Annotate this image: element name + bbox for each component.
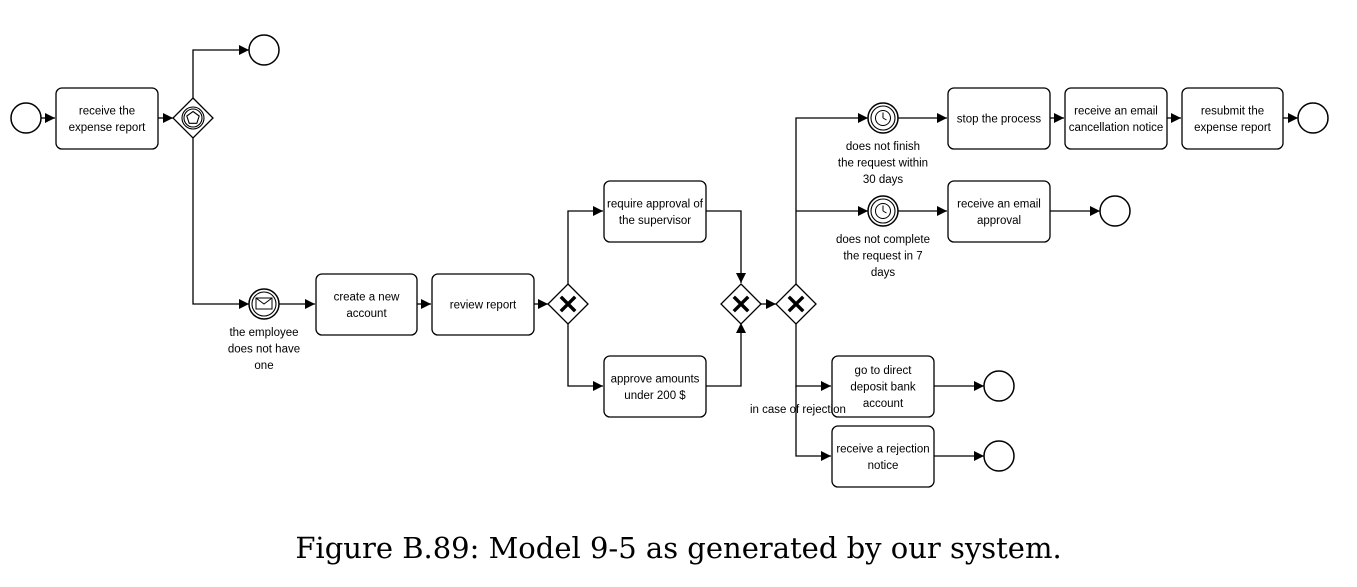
event-label-line: does not complete	[836, 234, 930, 246]
task-label-line: account	[346, 308, 387, 320]
task-label-line: receive the	[79, 105, 135, 117]
task-label-line: account	[863, 398, 904, 410]
task-label-line: receive an email	[957, 198, 1041, 210]
task-label: receive an email cancellation notice	[1069, 105, 1164, 134]
flow-xor2-to-rejection	[795, 386, 831, 461]
flow-eventgw-to-message	[192, 138, 249, 309]
message-event	[248, 288, 280, 320]
task-review-report: review report	[431, 273, 535, 336]
task-label: review report	[450, 300, 517, 312]
event-label-line: does not finish	[846, 141, 920, 153]
task-label: stop the process	[957, 114, 1042, 126]
sequence-flows	[41, 45, 1298, 461]
pentagon-icon	[186, 110, 200, 124]
rejection-flow-label: in case of rejection	[750, 404, 846, 416]
task-label-line: expense report	[69, 122, 147, 134]
task-label: receive the expense report	[69, 105, 147, 134]
x-mark-icon	[732, 295, 750, 313]
task-require-approval-supervisor: require approval of the supervisor	[603, 180, 707, 243]
task-resubmit-expense-report: resubmit the expense report	[1181, 87, 1284, 150]
task-label-line: expense report	[1194, 122, 1272, 134]
task-label-line: stop the process	[957, 114, 1042, 126]
task-stop-the-process: stop the process	[947, 87, 1051, 150]
flow-xor-to-require	[567, 206, 603, 284]
end-event-top	[248, 34, 280, 66]
task-label-line: review report	[450, 300, 517, 312]
end-event-deposit	[983, 370, 1015, 402]
flow-xor2-to-timer1	[795, 113, 868, 284]
event-based-gateway	[172, 97, 214, 139]
end-event-resubmit	[1297, 102, 1329, 134]
task-label-line: receive a rejection	[836, 443, 929, 455]
timer-event-30-days	[867, 102, 899, 134]
task-label-line: notice	[868, 460, 899, 472]
timer-7-days-label: does not complete the request in 7 days	[836, 234, 930, 279]
flow-xor2-to-deposit	[795, 324, 831, 391]
task-label: resubmit the expense report	[1194, 105, 1272, 134]
figure-caption: Figure B.89: Model 9-5 as generated by o…	[295, 531, 1062, 565]
task-label-line: approve amounts	[611, 373, 700, 385]
task-label-line: deposit bank	[850, 382, 915, 394]
flow-eventgw-to-end	[192, 45, 249, 98]
task-go-to-direct-deposit: go to direct deposit bank account	[831, 355, 935, 418]
task-label-line: go to direct	[855, 365, 913, 377]
task-create-new-account: create a new account	[315, 273, 418, 336]
task-label-line: cancellation notice	[1069, 122, 1164, 134]
x-mark-icon	[559, 295, 577, 313]
task-label-line: receive an email	[1074, 105, 1158, 117]
end-event-approval	[1099, 195, 1131, 227]
event-label-line: days	[871, 267, 896, 279]
task-label-line: create a new	[334, 291, 401, 303]
event-label-line: 30 days	[863, 174, 904, 186]
event-label-line: the request in 7	[843, 251, 922, 263]
task-label-line: approval	[977, 215, 1021, 227]
task-receive-cancellation-notice: receive an email cancellation notice	[1064, 87, 1168, 150]
start-event	[10, 102, 42, 134]
clock-icon	[875, 110, 891, 126]
envelope-icon	[255, 297, 273, 310]
task-label: create a new account	[334, 291, 401, 320]
exclusive-gateway-join	[720, 283, 762, 325]
timer-30-days-label: does not finish the request within 30 days	[838, 141, 928, 186]
exclusive-gateway-split	[547, 283, 589, 325]
exclusive-gateway-outcome	[775, 283, 817, 325]
timer-event-7-days	[867, 195, 899, 227]
flow-require-to-join	[706, 210, 746, 283]
end-event-rejection	[983, 440, 1015, 472]
task-label: require approval of the supervisor	[607, 198, 704, 227]
task-receive-rejection-notice: receive a rejection notice	[831, 425, 935, 488]
x-mark-icon	[787, 295, 805, 313]
task-label-line: require approval of	[607, 198, 704, 210]
task-receive-expense-report: receive the expense report	[55, 87, 159, 150]
task-label: go to direct deposit bank account	[850, 365, 915, 410]
task-receive-email-approval: receive an email approval	[947, 180, 1051, 243]
task-label: receive a rejection notice	[836, 443, 929, 472]
message-event-label: the employee does not have one	[228, 327, 300, 372]
task-label-line: under 200 $	[624, 390, 686, 402]
event-label-line: does not have	[228, 344, 300, 356]
task-label-line: the supervisor	[619, 215, 691, 227]
event-label-line: one	[254, 360, 273, 372]
task-label-line: resubmit the	[1201, 105, 1264, 117]
flow-approve-to-join	[706, 323, 746, 387]
task-label: approve amounts under 200 $	[611, 373, 700, 402]
event-label-line: the employee	[229, 327, 298, 339]
task-label: receive an email approval	[957, 198, 1041, 227]
task-approve-amounts-under-200: approve amounts under 200 $	[603, 355, 707, 418]
clock-icon	[875, 203, 891, 219]
event-label-line: the request within	[838, 158, 928, 170]
flow-xor-to-approve	[567, 324, 603, 391]
